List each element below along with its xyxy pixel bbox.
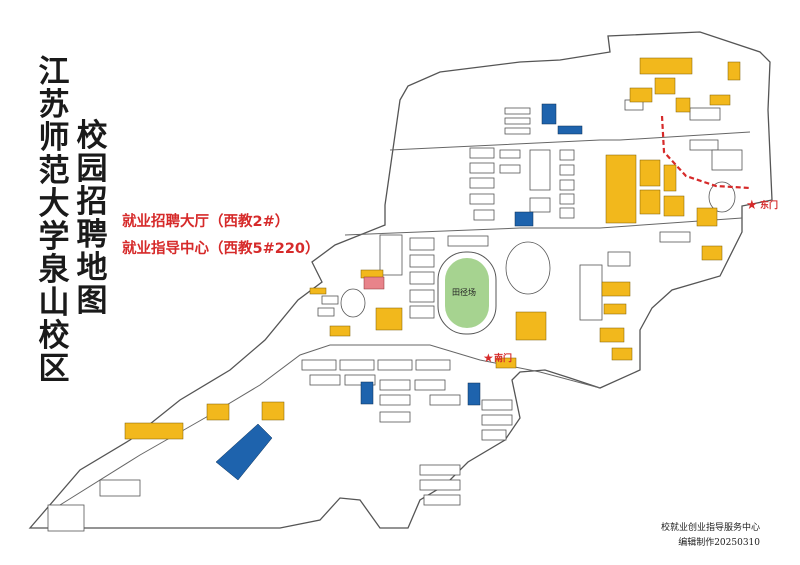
east-gate-label: 东门 (760, 201, 779, 211)
highlight-building (363, 276, 385, 290)
star-marker: ★ (483, 351, 494, 365)
north-road (389, 131, 751, 151)
credit-made-by: 编辑制作20250310 (678, 538, 760, 548)
yellow-buildings (124, 57, 741, 440)
route-east-gate (660, 115, 751, 190)
guidance-center-note: 就业指导中心（西教5#220） (122, 241, 320, 257)
star-marker: ★ (746, 198, 758, 213)
title-map: 校园招聘地图 (76, 118, 108, 319)
stadium (437, 251, 497, 335)
credit-department: 校就业创业指导服务中心 (660, 523, 760, 533)
stadium-label: 田径场 (452, 288, 476, 297)
recruitment-hall-note: 就业招聘大厅（西教2#） (122, 214, 290, 230)
title-school: 江苏师范大学泉山校区 (38, 54, 70, 387)
diagonal-road (344, 217, 743, 236)
campus-boundary (28, 31, 773, 529)
building-outlines (47, 99, 743, 532)
blue-buildings (215, 103, 583, 481)
south-gate-label: 南门 (494, 354, 513, 364)
